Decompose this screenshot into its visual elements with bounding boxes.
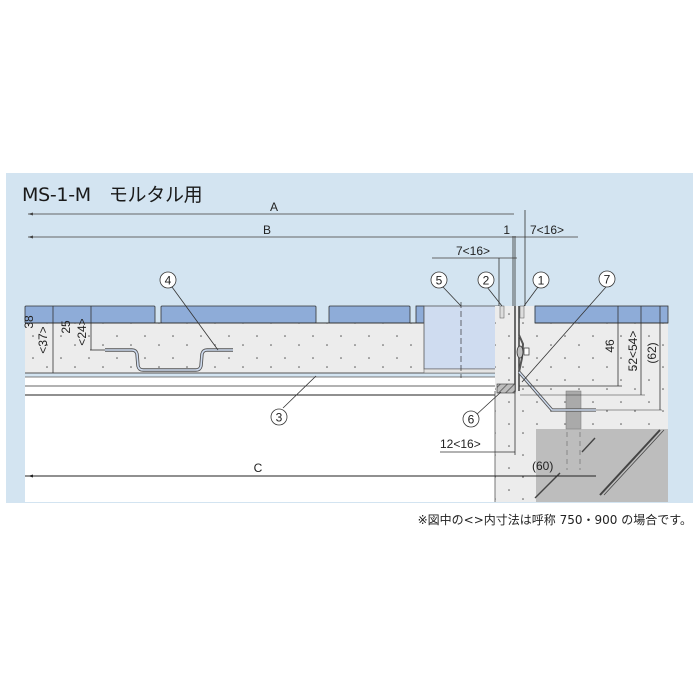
dim-gap-1: 1	[503, 223, 510, 237]
dim-B: B	[263, 223, 271, 237]
dim-left-25: 25	[59, 320, 73, 334]
model-code: MS-1-M	[22, 184, 91, 206]
callout-5: 5	[430, 271, 448, 289]
diagram-title: MS-1-M モルタル用	[22, 180, 203, 207]
callout-1: 1	[532, 271, 550, 289]
svg-text:2: 2	[483, 274, 490, 288]
dimension-lines	[28, 213, 578, 259]
joint-box	[423, 305, 500, 370]
callout-2: 2	[477, 271, 495, 289]
svg-text:1: 1	[538, 274, 545, 288]
dim-top-left: 7<16>	[456, 244, 490, 258]
dim-bottom-60: (60)	[532, 459, 553, 473]
usage-label: モルタル用	[108, 184, 203, 206]
dim-right-52: 52<54>	[626, 331, 640, 372]
svg-text:6: 6	[468, 413, 475, 427]
dim-A: A	[270, 200, 278, 214]
dim-C: C	[254, 461, 263, 475]
left-concrete	[25, 323, 495, 373]
callout-7: 7	[598, 270, 616, 288]
structural-block	[536, 429, 668, 502]
callout-4: 4	[159, 271, 177, 289]
dim-left-38: 38	[22, 315, 36, 329]
dim-right-46: 46	[603, 339, 617, 353]
dim-bottom-12: 12<16>	[440, 437, 481, 451]
svg-text:7: 7	[604, 273, 611, 287]
callout-3: 3	[270, 408, 288, 426]
svg-text:3: 3	[276, 411, 283, 425]
dim-left-37: <37>	[36, 326, 50, 353]
svg-text:5: 5	[436, 274, 443, 288]
footnote: ※図中の<>内寸法は呼称 750・900 の場合です。	[417, 513, 692, 527]
callout-6: 6	[462, 410, 480, 428]
dim-right-62: (62)	[645, 342, 659, 363]
dim-top-right: 7<16>	[530, 223, 564, 237]
left-tiles	[24, 305, 425, 324]
svg-text:4: 4	[165, 274, 172, 288]
right-tile	[534, 305, 669, 324]
sealant	[496, 383, 516, 394]
dim-left-24: <24>	[75, 318, 89, 345]
left-white-area	[25, 377, 495, 502]
